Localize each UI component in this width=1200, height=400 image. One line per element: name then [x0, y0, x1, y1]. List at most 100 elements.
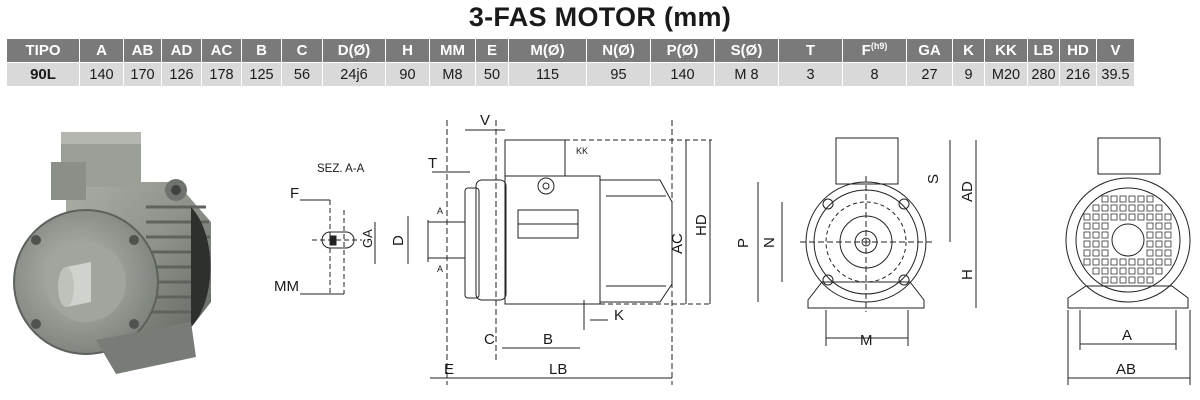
dim-label-N: N	[761, 237, 778, 248]
column-header: M(Ø)	[508, 38, 587, 63]
dim-label-E: E	[444, 361, 454, 378]
table-cell: 216	[1059, 62, 1097, 87]
table-cell: 126	[161, 62, 202, 87]
table-cell: 140	[650, 62, 715, 87]
table-cell: 24j6	[322, 62, 386, 87]
column-header-label: D(Ø)	[337, 42, 371, 59]
table-cell: 8	[842, 62, 907, 87]
column-header: LB	[1027, 38, 1060, 63]
dimension-table: TIPO A AB AD AC B C D(Ø) H MM E M(Ø) N(Ø) P(Ø) S(Ø) T F(…	[6, 38, 1135, 87]
column-header-label: M(Ø)	[530, 42, 565, 59]
table-cell: 125	[241, 62, 282, 87]
column-header-label: T	[805, 42, 816, 59]
section-marker-top: A	[437, 206, 443, 216]
dim-label-A: A	[1122, 327, 1132, 344]
motor-photo	[13, 132, 211, 374]
column-header: K	[952, 38, 985, 63]
dim-label-V: V	[480, 112, 490, 129]
table-header-row: TIPO A AB AD AC B C D(Ø) H MM E M(Ø) N(Ø) P(Ø) S(Ø) T F(…	[6, 38, 1135, 63]
column-header-superscript: (h9)	[870, 41, 888, 51]
motor-type-cell: 90L	[6, 62, 80, 87]
column-header-label: C	[296, 42, 308, 59]
dim-label-H: H	[959, 269, 976, 280]
dim-label-D: D	[390, 235, 407, 246]
column-header: A	[79, 38, 124, 63]
column-header-label: MM	[440, 42, 465, 59]
column-header: S(Ø)	[714, 38, 779, 63]
dim-label-HD: HD	[693, 214, 710, 236]
column-header: KK	[984, 38, 1028, 63]
table-cell: 140	[79, 62, 124, 87]
column-header: TIPO	[6, 38, 80, 63]
table-cell: 170	[123, 62, 162, 87]
table-cell: M20	[984, 62, 1028, 87]
table-cell: 178	[201, 62, 242, 87]
column-header: V	[1096, 38, 1135, 63]
column-header: MM	[429, 38, 476, 63]
table-cell: 90	[385, 62, 430, 87]
column-header: AD	[161, 38, 202, 63]
column-header: HD	[1059, 38, 1097, 63]
column-header: D(Ø)	[322, 38, 386, 63]
column-header-label: AD	[170, 42, 193, 59]
technical-drawing: SEZ. A-A F GA D MM T V KK A A AC HD C B …	[274, 112, 1191, 385]
page-title: 3-FAS MOTOR (mm)	[468, 2, 732, 32]
column-header-label: TIPO	[25, 42, 61, 59]
dim-label-M: M	[860, 332, 873, 349]
dim-label-KK: KK	[576, 146, 588, 156]
table-cell: 50	[475, 62, 509, 87]
dim-label-AC: AC	[669, 233, 686, 254]
column-header-label: V	[1110, 42, 1121, 59]
table-cell: 9	[952, 62, 985, 87]
column-header-label: N(Ø)	[602, 42, 635, 59]
column-header-label: B	[256, 42, 267, 59]
section-title: SEZ. A-A	[317, 163, 365, 175]
column-header: GA	[906, 38, 953, 63]
dim-label-B: B	[543, 331, 553, 348]
dim-label-F: F	[290, 185, 299, 202]
dim-label-S: S	[925, 174, 942, 184]
column-header: B	[241, 38, 282, 63]
column-header: AB	[123, 38, 162, 63]
column-header-label: K	[963, 42, 974, 59]
table-cell: M8	[429, 62, 476, 87]
table-cell: 56	[281, 62, 323, 87]
column-header-label: P(Ø)	[666, 42, 699, 59]
dim-label-AD: AD	[959, 181, 976, 202]
table-cell: 115	[508, 62, 587, 87]
column-header-label: LB	[1033, 42, 1054, 59]
column-header-label: AC	[210, 42, 233, 59]
column-header: C	[281, 38, 323, 63]
column-header-label: S(Ø)	[730, 42, 763, 59]
table-cell: 3	[778, 62, 843, 87]
dim-label-C: C	[484, 331, 495, 348]
column-header-label: H	[402, 42, 413, 59]
column-header-label: GA	[918, 42, 941, 59]
column-header-label: AB	[131, 42, 154, 59]
table-cell: 39.5	[1096, 62, 1135, 87]
column-header: E	[475, 38, 509, 63]
dim-label-AB: AB	[1116, 361, 1136, 378]
section-marker-bottom: A	[437, 264, 443, 274]
dim-label-GA: GA	[360, 229, 375, 248]
dim-label-MM: MM	[274, 278, 299, 295]
table-cell: 95	[586, 62, 651, 87]
column-header: N(Ø)	[586, 38, 651, 63]
column-header-label: HD	[1067, 42, 1089, 59]
column-header: H	[385, 38, 430, 63]
table-cell: 27	[906, 62, 953, 87]
dim-label-LB: LB	[549, 361, 567, 378]
column-header: P(Ø)	[650, 38, 715, 63]
column-header-label: KK	[995, 42, 1017, 59]
column-header: AC	[201, 38, 242, 63]
table-cell: 280	[1027, 62, 1060, 87]
column-header: F(h9)	[842, 38, 907, 63]
dim-label-K: K	[614, 307, 624, 324]
column-header-label: A	[96, 42, 107, 59]
dim-label-T: T	[428, 155, 437, 172]
column-header: T	[778, 38, 843, 63]
table-cell: M 8	[714, 62, 779, 87]
column-header-label: F	[861, 42, 871, 59]
dim-label-P: P	[735, 238, 752, 248]
